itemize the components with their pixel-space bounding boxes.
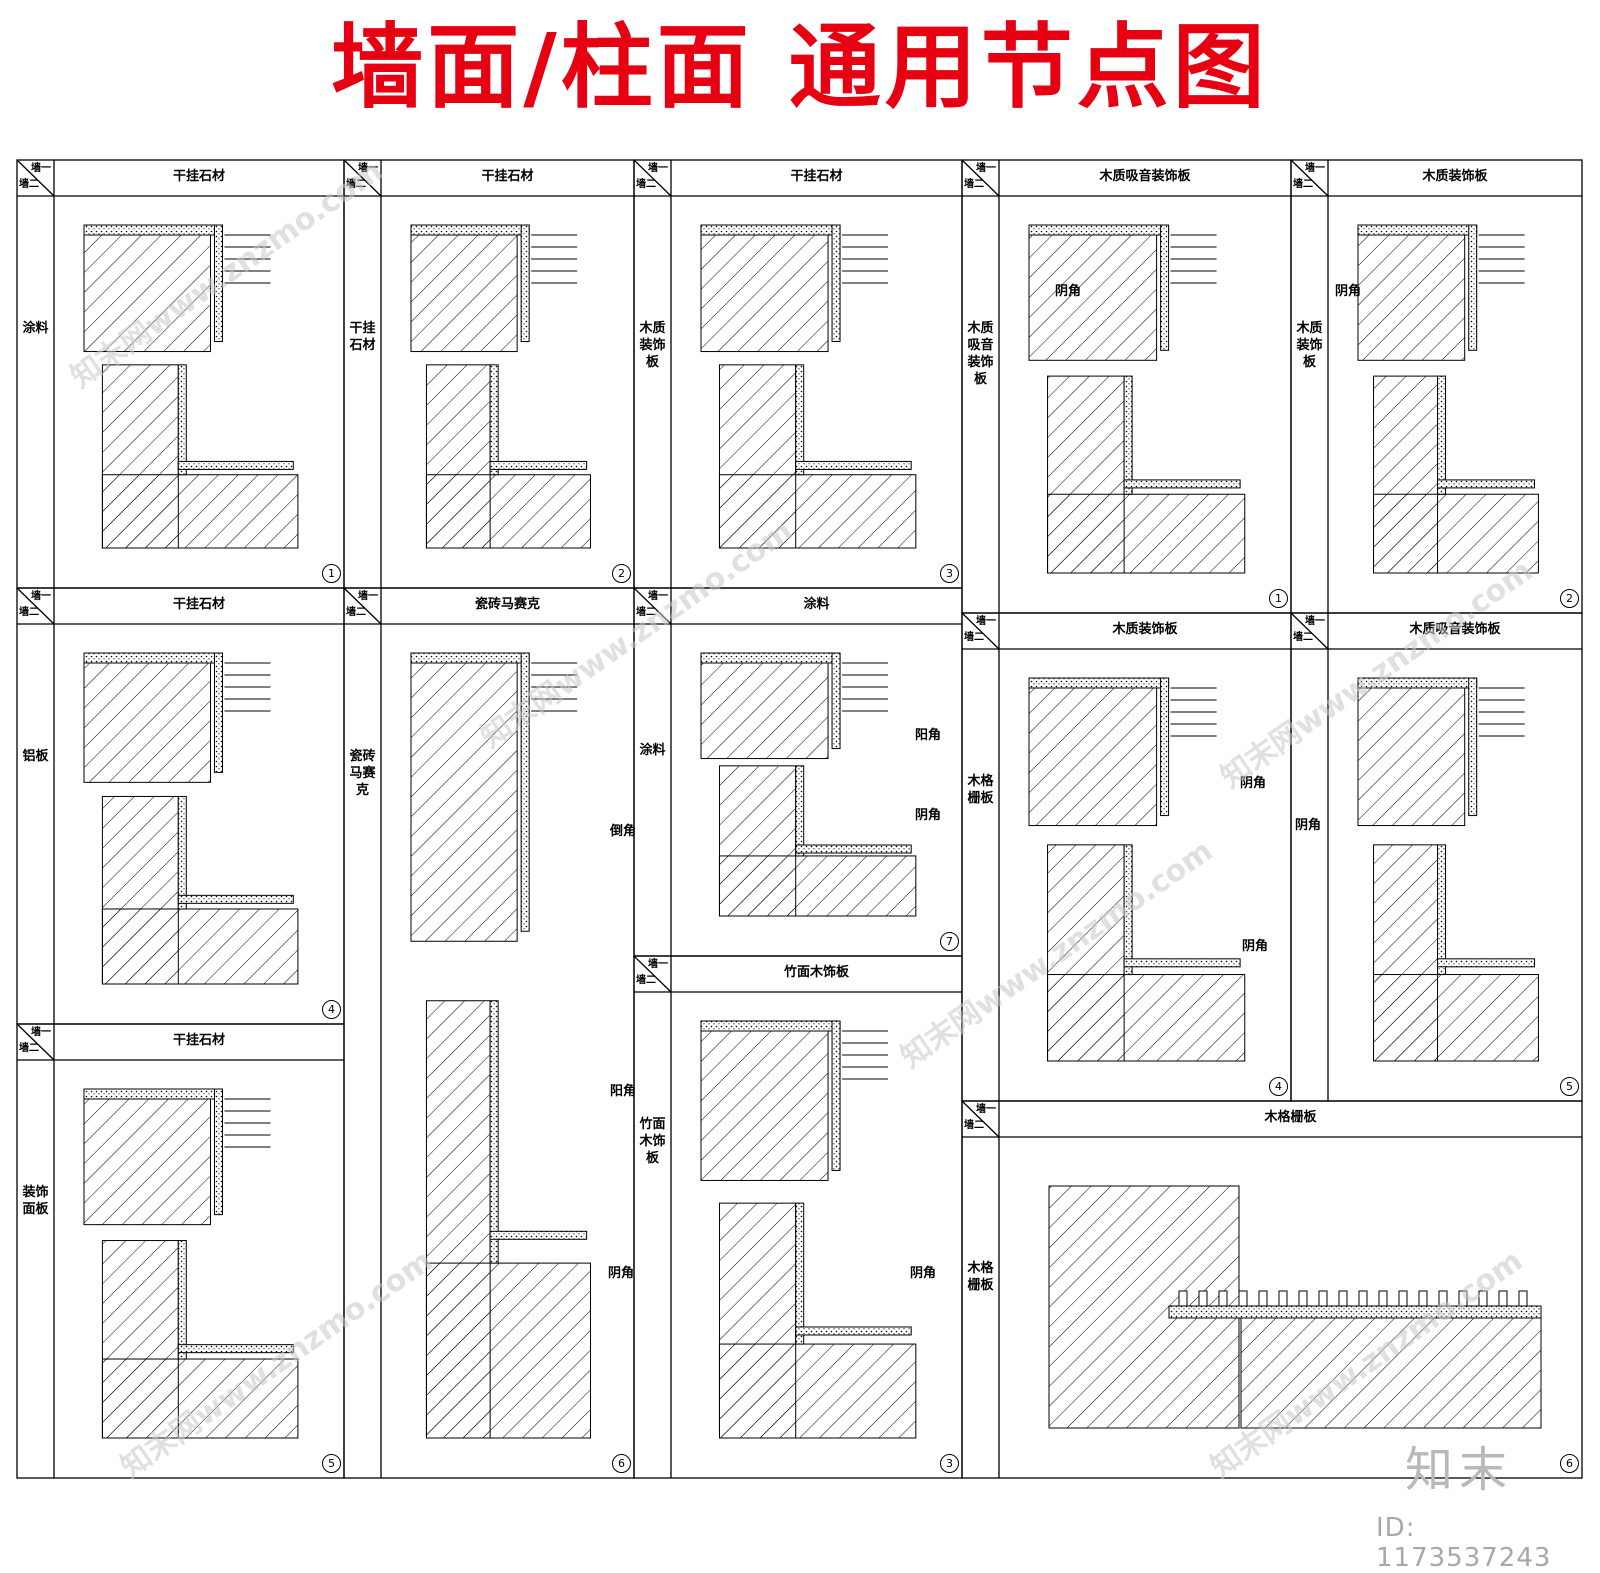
corner-label-top: 墙一 (1305, 163, 1325, 174)
corner-label-bottom: 墙二 (346, 607, 366, 618)
panel-side-label: 涂料 (639, 743, 666, 758)
corner-label-top: 墙一 (358, 163, 378, 174)
section-drawing (1028, 224, 1246, 574)
panel-header: 木格栅板 (1264, 1110, 1317, 1125)
section-drawing (83, 224, 299, 549)
detail-number: 2 (612, 564, 631, 583)
detail-number: 5 (1560, 1077, 1579, 1096)
panel-header: 涂料 (803, 597, 830, 612)
detail-number: 5 (322, 1454, 341, 1473)
corner-label-bottom: 墙二 (964, 632, 984, 643)
corner-annotation: 阴角 (915, 808, 942, 823)
corner-annotation: 阴角 (910, 1266, 937, 1281)
section-drawing (700, 1020, 917, 1439)
section-drawing (1357, 677, 1539, 1062)
corner-label-top: 墙一 (976, 616, 996, 627)
panel-side-label: 木质装饰板 (639, 321, 666, 370)
title-part-1: 墙面/柱面 (331, 14, 753, 121)
section-drawing (1357, 224, 1539, 574)
corner-annotation: 阴角 (1242, 939, 1269, 954)
corner-label-top: 墙一 (976, 163, 996, 174)
corner-label-top: 墙一 (31, 1027, 51, 1038)
corner-label-top: 墙一 (648, 591, 668, 602)
panel-side-label: 瓷砖马赛克 (349, 749, 376, 798)
panel-header: 竹面木饰板 (783, 965, 849, 980)
detail-number: 7 (940, 932, 959, 951)
section-drawing (1028, 677, 1246, 1062)
corner-label-bottom: 墙二 (19, 1043, 39, 1054)
section-drawing (83, 1088, 299, 1439)
panel-side-label: 木格栅板 (967, 1260, 994, 1293)
detail-number: 2 (1560, 589, 1579, 608)
detail-number: 6 (1560, 1454, 1579, 1473)
panel-side-label: 木质装饰板 (1296, 321, 1323, 370)
corner-annotation: 阳角 (915, 728, 942, 743)
section-drawing (83, 652, 299, 985)
panel-header: 干挂石材 (172, 597, 225, 612)
section-drawing (700, 652, 917, 917)
corner-annotation: 阴角 (1055, 284, 1082, 299)
corner-label-bottom: 墙二 (636, 607, 656, 618)
panel-header: 木质吸音装饰板 (1099, 169, 1191, 184)
panel-side-label: 铝板 (22, 749, 49, 764)
detail-number: 3 (940, 1454, 959, 1473)
corner-annotation: 阳角 (610, 1084, 637, 1099)
detail-panel (961, 1100, 1583, 1479)
corner-label-top: 墙一 (976, 1104, 996, 1115)
title-part-2: 通用节点图 (788, 14, 1269, 121)
corner-annotation: 阴角 (608, 1266, 635, 1281)
detail-number: 4 (322, 1000, 341, 1019)
brand-logo: 知末 (1405, 1442, 1514, 1498)
corner-label-bottom: 墙二 (1293, 632, 1313, 643)
corner-label-bottom: 墙二 (19, 179, 39, 190)
detail-number: 6 (612, 1454, 631, 1473)
panel-header: 木质装饰板 (1422, 169, 1488, 184)
section-drawing (700, 224, 917, 549)
corner-label-top: 墙一 (1305, 616, 1325, 627)
corner-label-bottom: 墙二 (1293, 179, 1313, 190)
panel-side-label: 竹面木饰板 (639, 1117, 666, 1166)
panel-side-label: 木质吸音装饰板 (967, 321, 994, 387)
corner-label-top: 墙一 (31, 163, 51, 174)
panel-header: 干挂石材 (172, 1033, 225, 1048)
detail-number: 4 (1269, 1077, 1288, 1096)
section-drawing (1048, 1185, 1542, 1429)
corner-label-top: 墙一 (648, 163, 668, 174)
corner-annotation: 阴角 (1335, 284, 1362, 299)
panel-side-label: 木格栅板 (967, 774, 994, 806)
panel-header: 干挂石材 (790, 169, 843, 184)
panel-header: 木质装饰板 (1112, 622, 1178, 637)
panel-header: 干挂石材 (172, 169, 225, 184)
detail-number: 1 (322, 564, 341, 583)
corner-label-top: 墙一 (648, 959, 668, 970)
corner-label-bottom: 墙二 (964, 179, 984, 190)
corner-annotation: 阴角 (1240, 776, 1267, 791)
panel-side-label: 涂料 (22, 321, 49, 336)
corner-label-bottom: 墙二 (636, 179, 656, 190)
detail-number: 1 (1269, 589, 1288, 608)
corner-label-bottom: 墙二 (346, 179, 366, 190)
detail-panel (16, 1023, 345, 1479)
image-id: ID: 1173537243 (1376, 1513, 1552, 1573)
corner-label-bottom: 墙二 (964, 1120, 984, 1131)
panel-header: 木质吸音装饰板 (1409, 622, 1501, 637)
corner-annotation: 倒角 (610, 824, 637, 839)
corner-label-top: 墙一 (31, 591, 51, 602)
corner-label-top: 墙一 (358, 591, 378, 602)
panel-side-label: 干挂石材 (349, 321, 376, 353)
corner-label-bottom: 墙二 (19, 607, 39, 618)
panel-header: 干挂石材 (481, 169, 534, 184)
panel-side-label: 装饰面板 (22, 1185, 49, 1217)
page-title: 墙面/柱面通用节点图 (0, 18, 1600, 118)
section-drawing (410, 224, 591, 549)
section-drawing (410, 652, 591, 1439)
corner-annotation: 阴角 (1295, 818, 1322, 833)
corner-label-bottom: 墙二 (636, 975, 656, 986)
panel-header: 瓷砖马赛克 (474, 597, 540, 612)
detail-number: 3 (940, 564, 959, 583)
